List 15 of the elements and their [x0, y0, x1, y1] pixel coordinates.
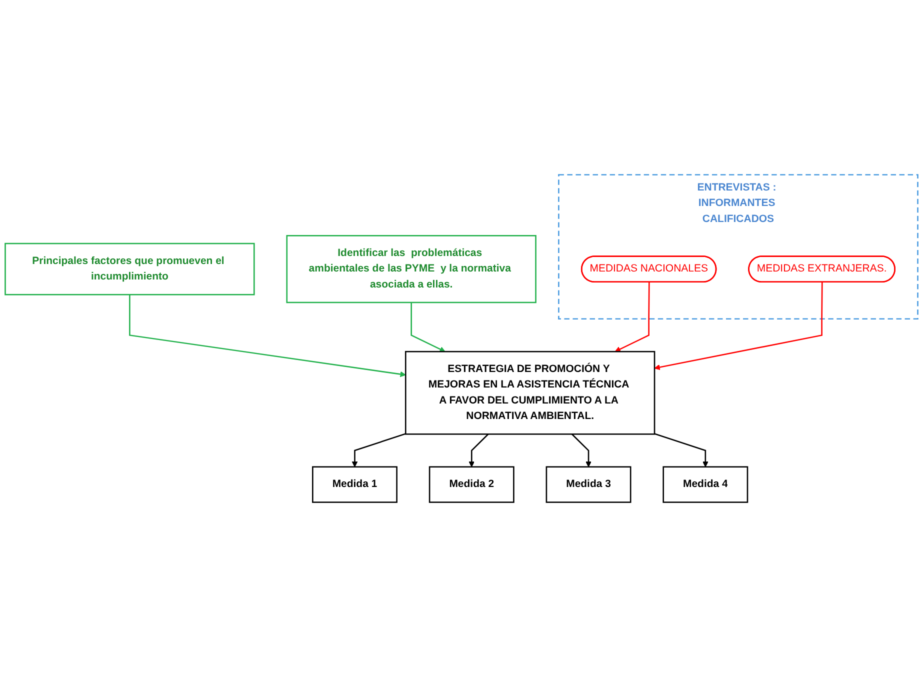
arrow: [654, 433, 708, 468]
arrow: [654, 282, 823, 370]
node-box: Medida 2: [428, 466, 514, 503]
arrow: [129, 294, 406, 378]
node-box: Medida 3: [546, 466, 632, 503]
node-box: Identificar las problemáticas ambientales de las PYME y la normativa asociada a ellas.: [286, 235, 536, 304]
arrow: [468, 434, 489, 468]
node-box: Medida 1: [312, 466, 398, 503]
node-box: Medida 4: [662, 466, 748, 503]
arrow: [410, 302, 446, 352]
arrow: [614, 282, 650, 352]
arrow: [352, 433, 406, 468]
arrow: [571, 434, 592, 468]
node-box: Principales factores que promueven el incumplimiento: [4, 242, 255, 296]
node-box: ESTRATEGIA DE PROMOCIÓN Y MEJORAS EN LA ASISTENCIA TÉCNICA A FAVOR DEL CUMPLIMIENTO A LA NORMATIVA AMBIENTAL.: [404, 350, 656, 435]
